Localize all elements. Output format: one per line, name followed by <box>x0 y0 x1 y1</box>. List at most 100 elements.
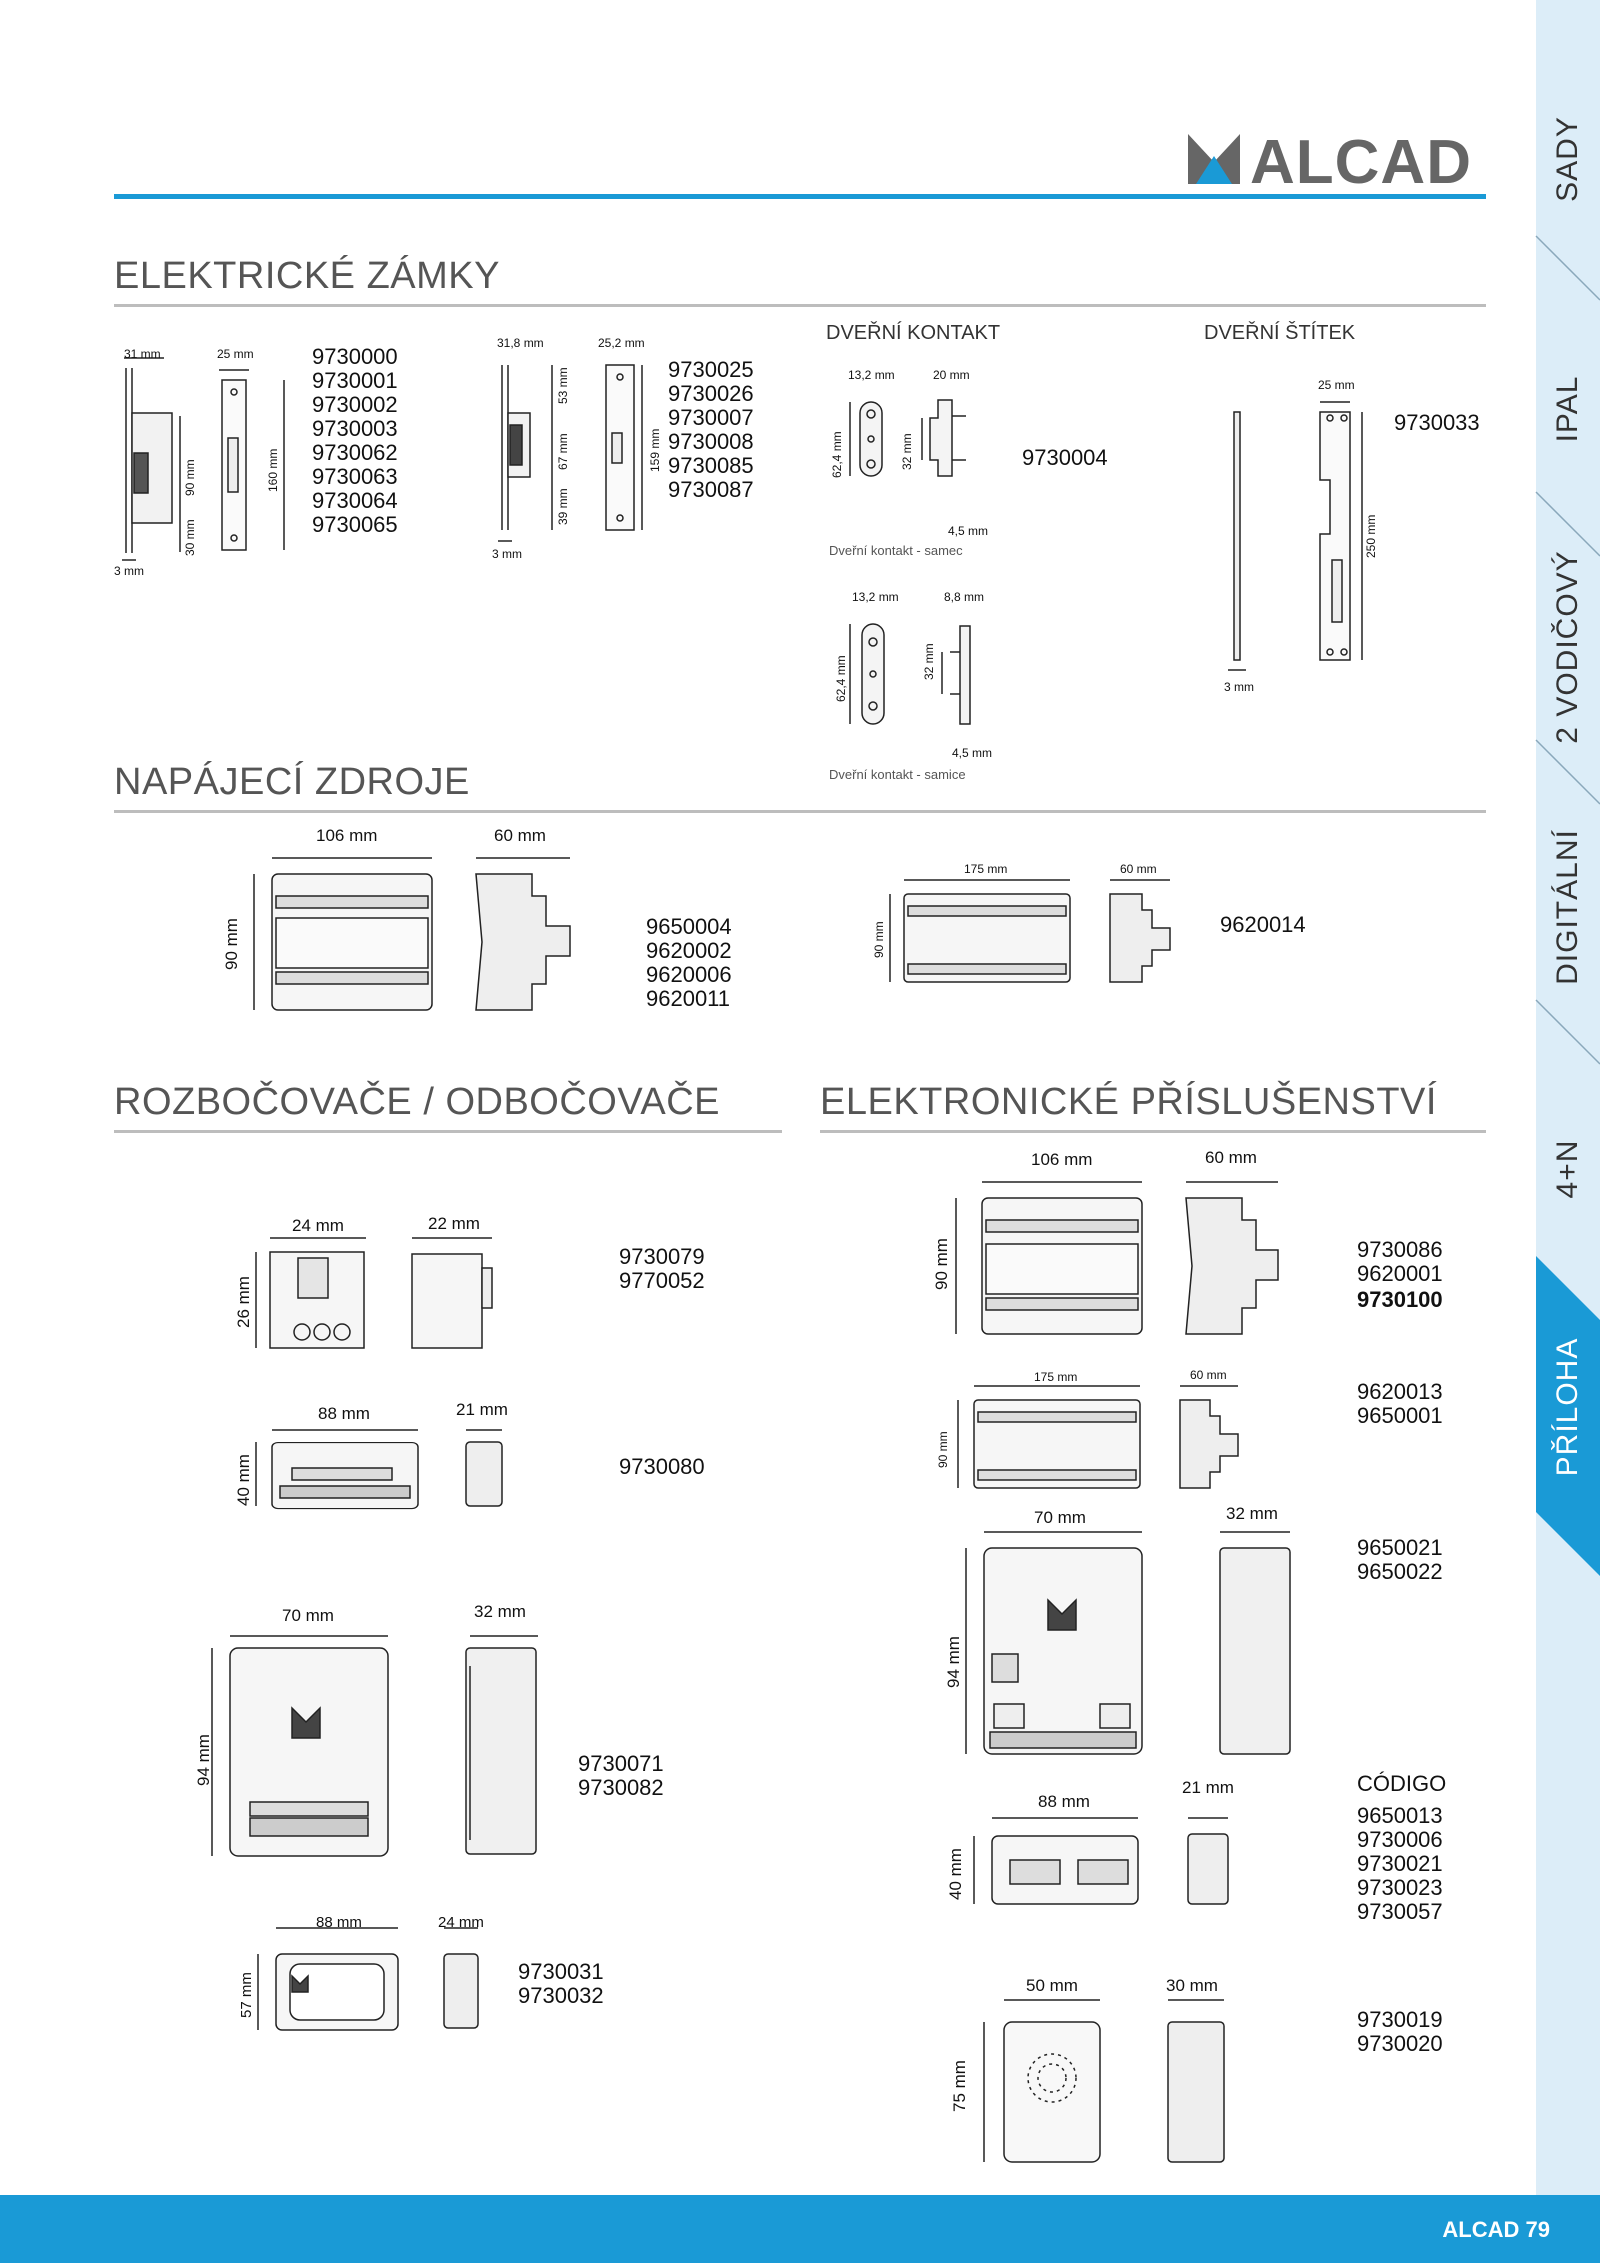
tab-2-vodicovy[interactable]: 2 VODIČOVÝ <box>1536 540 1600 760</box>
tab-label: DIGITÁLNÍ <box>1551 829 1584 985</box>
accessory-power-large-drawing <box>957 1385 1239 1489</box>
dimension-label: 40 mm <box>234 1454 253 1506</box>
tab-label: 2 VODIČOVÝ <box>1551 550 1584 744</box>
dimension-label: 175 mm <box>1034 1370 1078 1384</box>
dimension-label: 70 mm <box>282 1606 334 1625</box>
dimension-label: 50 mm <box>1026 1976 1078 1995</box>
dimension-label: 90 mm <box>872 921 886 958</box>
dimension-label: 25,2 mm <box>598 336 645 350</box>
accessory-code-list-1: 9730086 9620001 9730100 <box>1357 1238 1443 1312</box>
accessory-box-drawing <box>965 1531 1291 1755</box>
tab-sady[interactable]: SADY <box>1536 60 1600 260</box>
tab-digitalni[interactable]: DIGITÁLNÍ <box>1536 810 1600 1010</box>
product-code: 9730031 <box>518 1959 604 1984</box>
product-code: 9730064 <box>312 488 398 513</box>
dimension-label: 31,8 mm <box>497 336 544 350</box>
accessory-power-drawing <box>955 1181 1279 1335</box>
dimension-label: 30 mm <box>1166 1976 1218 1995</box>
product-code: 9620014 <box>1220 912 1306 937</box>
dimension-label: 175 mm <box>964 862 1008 876</box>
product-code: 9730032 <box>518 1983 604 2008</box>
dimension-label: 106 mm <box>1031 1150 1093 1169</box>
section-rule <box>114 304 1486 307</box>
dimension-label: 88 mm <box>1038 1792 1090 1811</box>
product-code: 9730057 <box>1357 1899 1443 1924</box>
dimension-label: 31 mm <box>124 347 161 361</box>
section-rule <box>820 1130 1486 1133</box>
dimension-label: 25 mm <box>217 347 254 361</box>
accessory-code-list-4: CÓDIGO 9650013 9730006 9730021 9730023 9… <box>1357 1772 1446 1924</box>
tab-label: 4+N <box>1551 1139 1584 1199</box>
dimension-label: 40 mm <box>946 1848 965 1900</box>
electric-lock-drawing <box>122 357 285 561</box>
accessory-code-list-2: 9620013 9650001 <box>1357 1380 1443 1428</box>
page-footer: ALCAD 79 <box>0 2195 1600 2263</box>
strike-plate-drawing <box>1228 401 1363 671</box>
tab-ipal[interactable]: IPAL <box>1536 340 1600 480</box>
accessory-code-list-3: 9650021 9650022 <box>1357 1536 1443 1584</box>
product-code: 9730062 <box>312 440 398 465</box>
door-contact-female-caption: Dveřní kontakt - samice <box>829 767 966 782</box>
accessory-speaker-drawing <box>983 1999 1225 2163</box>
accessory-code-list-5: 9730019 9730020 <box>1357 2008 1443 2056</box>
dimension-label: 90 mm <box>936 1431 950 1468</box>
product-code: 9730003 <box>312 416 398 441</box>
dimension-label: 26 mm <box>234 1276 253 1328</box>
dimension-label: 94 mm <box>944 1636 963 1688</box>
product-code: 9730100 <box>1357 1287 1443 1312</box>
dimension-label: 159 mm <box>648 428 662 472</box>
product-code: 9730065 <box>312 512 398 537</box>
product-code: 9620001 <box>1357 1261 1443 1286</box>
dimension-label: 60 mm <box>1190 1368 1227 1382</box>
power-code-list-left: 9650004 9620002 9620006 9620011 <box>646 915 732 1011</box>
product-code: 9730063 <box>312 464 398 489</box>
power-supply-large-drawing <box>889 879 1171 983</box>
product-code: 9730020 <box>1357 2031 1443 2056</box>
splitter-drawing <box>255 1429 503 1510</box>
tab-4n[interactable]: 4+N <box>1536 1100 1600 1240</box>
product-code: 9730026 <box>668 381 754 406</box>
accessory-module-drawing <box>973 1817 1229 1905</box>
logo-wordmark: ALCAD <box>1250 128 1472 197</box>
dimension-label: 57 mm <box>238 1972 255 2018</box>
dimension-label: 53 mm <box>556 367 570 404</box>
dimension-label: 88 mm <box>316 1914 362 1931</box>
product-code: 9730001 <box>312 368 398 393</box>
product-code: 9620011 <box>646 986 731 1011</box>
product-code: 9650004 <box>646 914 732 939</box>
door-contact-male-caption: Dveřní kontakt - samec <box>829 543 963 558</box>
section-rule <box>114 810 1486 813</box>
dimension-label: 24 mm <box>292 1216 344 1235</box>
dimension-label: 22 mm <box>428 1214 480 1233</box>
product-code: 9730000 <box>312 344 398 369</box>
tab-priloha[interactable]: PŘÍLOHA <box>1536 1300 1600 1520</box>
product-code: 9730085 <box>668 453 754 478</box>
tab-label: IPAL <box>1551 375 1584 443</box>
product-code: 9650001 <box>1357 1403 1443 1428</box>
dimension-label: 13,2 mm <box>852 590 899 604</box>
dimension-label: 90 mm <box>183 459 197 496</box>
dimension-label: 30 mm <box>183 519 197 556</box>
alcad-logo-mark-icon <box>1188 134 1240 184</box>
product-code: 9730025 <box>668 357 754 382</box>
door-contact-code: 9730004 <box>1022 446 1108 470</box>
splitter-drawing <box>255 1237 493 1349</box>
dimension-label: 90 mm <box>932 1238 951 1290</box>
code-header: CÓDIGO <box>1357 1771 1447 1796</box>
section-title-power: NAPÁJECÍ ZDROJE <box>114 761 470 803</box>
splitter-code-list-4: 9730031 9730032 <box>518 1960 604 2008</box>
splitter-code-list-3: 9730071 9730082 <box>578 1752 664 1800</box>
dimension-label: 60 mm <box>494 826 546 845</box>
product-code: 9730002 <box>312 392 398 417</box>
dimension-label: 20 mm <box>933 368 970 382</box>
product-code: 9730071 <box>578 1751 664 1776</box>
dimension-label: 24 mm <box>438 1914 484 1931</box>
dimension-label: 3 mm <box>114 564 144 578</box>
section-title-accessories: ELEKTRONICKÉ PŘÍSLUŠENSTVÍ <box>820 1081 1437 1123</box>
dimension-label: 13,2 mm <box>848 368 895 382</box>
dimension-label: 3 mm <box>1224 680 1254 694</box>
lock-code-list-2: 9730025 9730026 9730007 9730008 9730085 … <box>668 358 754 502</box>
product-code: 9730007 <box>668 405 754 430</box>
section-title-splitters: ROZBOČOVAČE / ODBOČOVAČE <box>114 1081 721 1123</box>
dimension-label: 90 mm <box>222 918 241 970</box>
